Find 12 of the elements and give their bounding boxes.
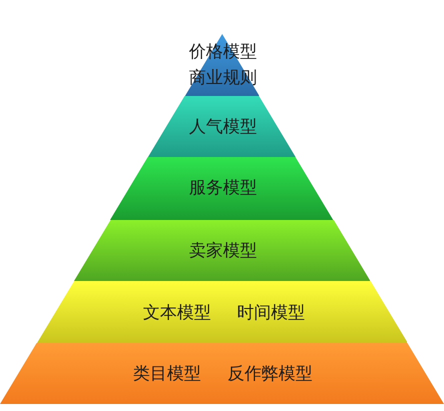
tier-label: 人气模型 — [188, 117, 257, 137]
tier-label: 反作弊模型 — [228, 364, 312, 384]
pyramid-tier — [36, 281, 408, 343]
pyramid-tier — [110, 157, 334, 220]
tier-label: 类目模型 — [133, 364, 201, 384]
pyramid-tier — [74, 220, 370, 281]
pyramid-tier — [0, 343, 444, 404]
tier-label: 文本模型 — [142, 303, 211, 323]
tier-label: 卖家模型 — [188, 241, 257, 261]
pyramid-tier — [148, 96, 296, 157]
tier-label: 时间模型 — [236, 303, 305, 323]
tier-label: 服务模型 — [188, 178, 257, 198]
